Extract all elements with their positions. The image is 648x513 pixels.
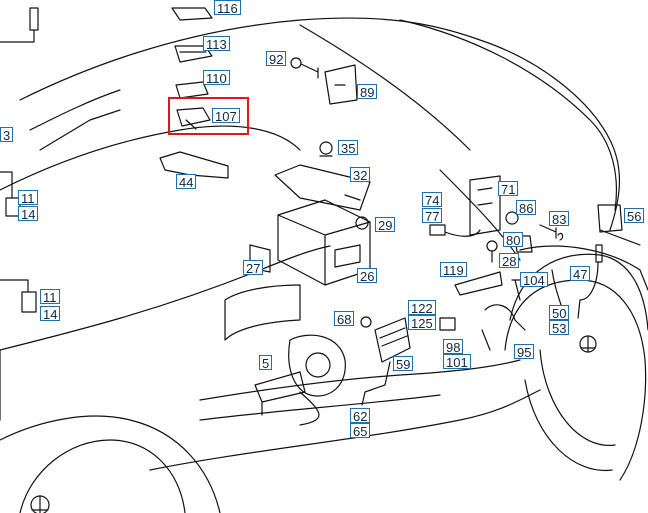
callout-104[interactable]: 104 xyxy=(520,272,548,288)
callout-14-lower[interactable]: 14 xyxy=(40,306,61,322)
callout-116[interactable]: 116 xyxy=(214,0,241,16)
callout-14-upper[interactable]: 14 xyxy=(18,206,39,222)
callout-65[interactable]: 65 xyxy=(350,423,371,439)
callout-83[interactable]: 83 xyxy=(549,211,570,227)
callout-35[interactable]: 35 xyxy=(338,140,359,156)
callout-27[interactable]: 27 xyxy=(243,260,264,276)
callout-92[interactable]: 92 xyxy=(266,51,287,67)
callout-122[interactable]: 122 xyxy=(408,300,436,316)
callout-86[interactable]: 86 xyxy=(516,200,537,216)
callout-5[interactable]: 5 xyxy=(259,355,273,371)
callout-53[interactable]: 53 xyxy=(549,320,570,336)
callout-80[interactable]: 80 xyxy=(503,232,524,248)
callout-47[interactable]: 47 xyxy=(570,266,591,282)
callout-125[interactable]: 125 xyxy=(408,315,436,331)
callout-98[interactable]: 98 xyxy=(443,339,464,355)
callout-107[interactable]: 107 xyxy=(212,108,240,124)
callout-68[interactable]: 68 xyxy=(334,311,355,327)
callout-11-upper[interactable]: 11 xyxy=(18,190,38,206)
callout-26[interactable]: 26 xyxy=(357,268,378,284)
callout-119[interactable]: 119 xyxy=(440,262,467,278)
callout-56[interactable]: 56 xyxy=(624,208,645,224)
callout-77[interactable]: 77 xyxy=(422,208,443,224)
callout-32[interactable]: 32 xyxy=(350,167,371,183)
callout-44[interactable]: 44 xyxy=(176,174,197,190)
callout-89[interactable]: 89 xyxy=(357,84,378,100)
callout-74[interactable]: 74 xyxy=(422,192,443,208)
callout-3[interactable]: 3 xyxy=(0,127,14,143)
callout-28[interactable]: 28 xyxy=(499,253,520,269)
callout-95[interactable]: 95 xyxy=(514,344,535,360)
callout-50[interactable]: 50 xyxy=(549,305,570,321)
callout-29[interactable]: 29 xyxy=(375,217,396,233)
callout-110[interactable]: 110 xyxy=(203,70,230,86)
callout-62[interactable]: 62 xyxy=(350,408,371,424)
callout-101[interactable]: 101 xyxy=(443,354,471,370)
callout-71[interactable]: 71 xyxy=(498,181,519,197)
callout-59[interactable]: 59 xyxy=(393,356,414,372)
callout-113[interactable]: 113 xyxy=(203,36,230,52)
callout-11-lower[interactable]: 11 xyxy=(40,289,60,305)
